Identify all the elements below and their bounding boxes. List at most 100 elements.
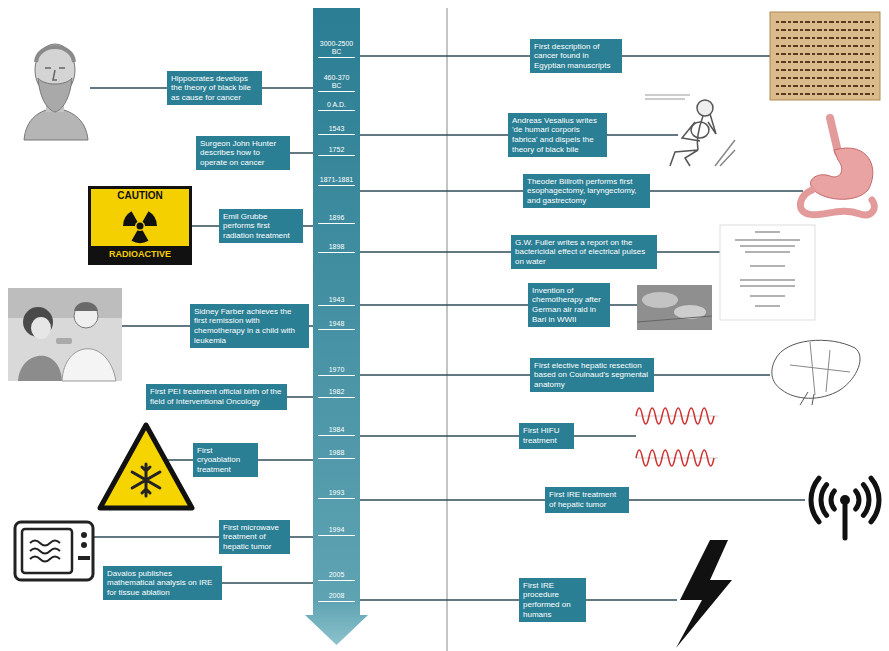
- connector-line: [290, 536, 313, 538]
- connector-line: [360, 435, 519, 437]
- connector-line: [360, 304, 528, 306]
- skeleton-engraving: [682, 114, 716, 141]
- connector-line: [303, 225, 313, 227]
- event-box: First description of cancer found in Egy…: [530, 39, 622, 74]
- year-label: 2008: [318, 592, 355, 602]
- radioactive-sign: [143, 211, 158, 226]
- event-box: First cryoablation treatment: [193, 443, 258, 478]
- report-document: [720, 225, 815, 320]
- farber-photo: [18, 356, 62, 381]
- report-document: [735, 232, 800, 306]
- leader-line: [607, 134, 678, 136]
- hippocrates-bust: [24, 108, 88, 140]
- year-label: 0 A.D.: [318, 101, 355, 111]
- event-text: First microwave treatment of hepatic tum…: [223, 523, 286, 552]
- year-label: 1982: [318, 388, 355, 398]
- sine-wave-panel: [636, 450, 714, 466]
- report-document: [720, 225, 815, 320]
- skeleton-engraving: [697, 116, 703, 150]
- connector-line: [360, 134, 508, 136]
- event-box: Invention of chemotherapy after German a…: [528, 283, 610, 327]
- event-text: Invention of chemotherapy after German a…: [532, 286, 606, 324]
- lightning-bolt: [676, 540, 732, 648]
- air-raid-photo: [637, 316, 712, 322]
- timeline-arrow: 3000-2500 BC460-370 BC0 A.D.154317521871…: [313, 8, 360, 615]
- air-raid-photo: [637, 285, 712, 330]
- event-box: First HIFU treatment: [519, 423, 574, 448]
- year-label: 1970: [318, 366, 355, 376]
- leader-line: [90, 87, 167, 89]
- farber-photo: [8, 288, 122, 381]
- papyrus-image: [770, 12, 880, 100]
- event-box: First microwave treatment of hepatic tum…: [219, 520, 290, 555]
- leader-line: [192, 225, 219, 227]
- event-box: G.W. Fuller writes a report on the bacte…: [511, 235, 657, 270]
- event-box: Davalos publishes mathematical analysis …: [103, 566, 222, 601]
- year-label: 2005: [318, 571, 355, 581]
- skeleton-engraving: [670, 150, 698, 166]
- leader-line: [610, 304, 637, 306]
- event-box: First elective hepatic resection based o…: [530, 358, 654, 393]
- sign-text: RADIOACTIVE: [91, 249, 189, 259]
- year-label: 1994: [318, 526, 355, 536]
- connector-line: [262, 87, 313, 89]
- microwave-icon: [30, 541, 60, 562]
- event-text: Theoder Billroth performs first esophage…: [527, 177, 646, 206]
- year-label: 1871-1881: [318, 176, 355, 186]
- leader-line: [586, 599, 677, 601]
- event-text: Sidney Farber achieves the first remissi…: [194, 307, 305, 345]
- stomach-illustration: [800, 190, 874, 215]
- microwave-icon: [78, 556, 90, 560]
- connector-line: [360, 190, 523, 192]
- connector-line: [360, 55, 530, 57]
- leader-line: [654, 374, 770, 376]
- event-text: G.W. Fuller writes a report on the bacte…: [515, 238, 653, 267]
- sine-wave-panel: [636, 408, 718, 466]
- timeline-bar: [313, 8, 360, 615]
- skeleton-engraving: [645, 95, 690, 99]
- radioactive-sign: [123, 211, 138, 226]
- farber-photo: [8, 288, 122, 381]
- timeline-arrowhead: [305, 615, 368, 645]
- connector-line: [222, 582, 313, 584]
- farber-photo: [74, 302, 98, 311]
- event-text: Emil Grubbe performs first radiation tre…: [223, 212, 299, 241]
- connector-line: [309, 325, 313, 327]
- leader-line: [629, 499, 805, 501]
- event-text: First IRE treatment of hepatic tumor: [549, 490, 625, 509]
- year-label: 1988: [318, 449, 355, 459]
- radioactive-sign: [88, 186, 192, 265]
- event-box: Surgeon John Hunter describes how to ope…: [196, 136, 290, 171]
- year-label: 1943: [318, 296, 355, 306]
- event-text: First IRE procedure performed on humans: [523, 581, 582, 619]
- connector-line: [290, 152, 313, 154]
- leader-line: [622, 55, 770, 57]
- antenna-symbol: [856, 478, 879, 522]
- year-label: 1993: [318, 489, 355, 499]
- hippocrates-bust: [45, 68, 65, 80]
- year-label: 1948: [318, 320, 355, 330]
- year-label: 3000-2500 BC: [318, 40, 355, 58]
- microwave-icon: [81, 532, 87, 538]
- microwave-icon: [15, 522, 93, 580]
- leader-line: [657, 251, 720, 253]
- event-box: First IRE procedure performed on humans: [519, 578, 586, 622]
- papyrus-image: [776, 22, 874, 94]
- radioactive-sign: [91, 189, 189, 246]
- connector-line: [360, 251, 511, 253]
- skeleton-engraving: [645, 95, 735, 166]
- leader-line: [574, 435, 636, 437]
- stomach-illustration: [830, 118, 838, 152]
- skeleton-engraving: [715, 140, 735, 166]
- leader-line: [168, 459, 193, 461]
- hippocrates-bust: [24, 44, 88, 140]
- event-box: Emil Grubbe performs first radiation tre…: [219, 209, 303, 244]
- liver-drawing: [790, 342, 850, 395]
- stomach-illustration: [800, 118, 874, 215]
- air-raid-photo: [642, 292, 678, 308]
- leader-line: [93, 536, 219, 538]
- event-box: First IRE treatment of hepatic tumor: [545, 487, 629, 512]
